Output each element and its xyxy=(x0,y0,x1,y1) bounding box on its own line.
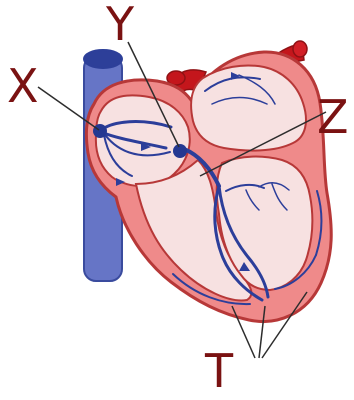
sinoatrial-node-icon xyxy=(93,124,107,138)
label-y: Y xyxy=(106,1,134,47)
label-x: X xyxy=(7,63,39,109)
label-z: Z xyxy=(317,94,349,140)
heart-chambers xyxy=(96,65,312,300)
atrioventricular-node-icon xyxy=(173,144,187,158)
label-t: T xyxy=(205,348,233,394)
